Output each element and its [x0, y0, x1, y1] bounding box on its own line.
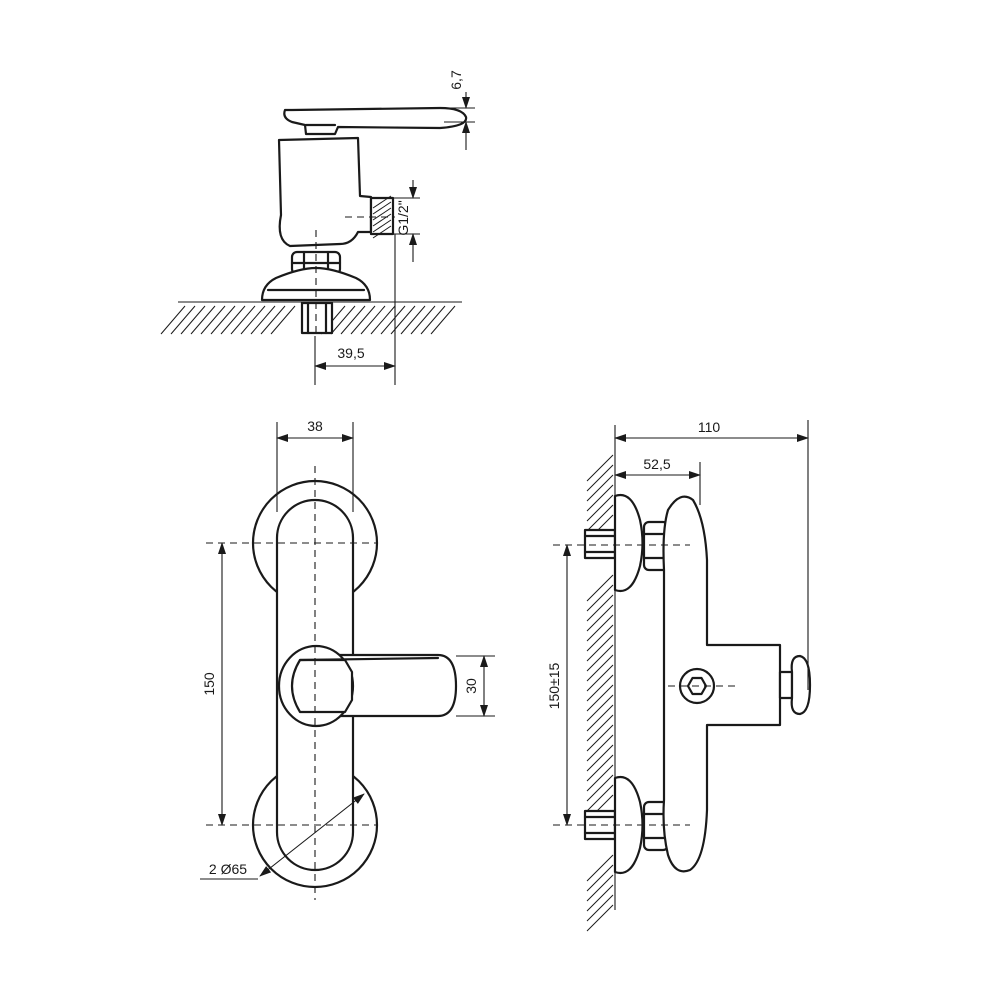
hatch-line — [372, 195, 392, 209]
hatch-line — [586, 464, 614, 492]
hatch-line — [400, 305, 426, 335]
dim-top-height: 6,7 — [448, 70, 464, 90]
front-view: 38 150 30 2 Ø65 — [200, 418, 495, 900]
hatch-line — [586, 714, 614, 742]
hatch-line — [586, 654, 614, 682]
hatch-line — [586, 624, 614, 652]
hatch-line — [586, 764, 614, 792]
hatch-line — [586, 744, 614, 772]
hatch-line — [586, 494, 614, 522]
hatch-line — [160, 305, 186, 335]
hatch-line — [586, 484, 614, 512]
hatch-line — [330, 305, 356, 335]
hatch-line — [360, 305, 386, 335]
dim-front-width: 38 — [307, 418, 323, 434]
valve-body — [277, 136, 373, 248]
hatch-line — [370, 305, 396, 335]
dim-thread: G1/2" — [395, 200, 411, 235]
hatch-line — [586, 854, 614, 882]
top-wall-connector — [583, 528, 617, 560]
hatch-line — [586, 574, 614, 602]
hatch-line — [586, 694, 614, 722]
hatch-line — [250, 305, 276, 335]
hatch-line — [586, 644, 614, 672]
hatch-line — [270, 305, 296, 335]
dim-side-offset: 52,5 — [643, 456, 670, 472]
hatch-line — [586, 894, 614, 922]
top-escutcheon — [613, 493, 644, 593]
hatch-line — [190, 305, 216, 335]
hatch-line — [586, 664, 614, 692]
side-body — [662, 495, 782, 873]
hatch-line — [586, 674, 614, 702]
side-view: 110 52,5 150±15 — [546, 419, 812, 932]
dim-top-offset: 39,5 — [337, 345, 364, 361]
hatch-line — [372, 219, 392, 233]
hatch-line — [586, 754, 614, 782]
hatch-line — [180, 305, 206, 335]
diverter-stem — [778, 670, 794, 700]
hatch-line — [340, 305, 366, 335]
hatch-line — [586, 904, 614, 932]
threaded-outlet — [369, 196, 395, 236]
hatch-line — [260, 305, 286, 335]
hatch-line — [586, 724, 614, 752]
hatch-line — [420, 305, 446, 335]
hatch-line — [430, 305, 456, 335]
hatch-line — [200, 305, 226, 335]
hatch-line — [586, 454, 614, 482]
hatch-line — [586, 864, 614, 892]
hatch-line — [372, 207, 392, 221]
hatch-line — [586, 604, 614, 632]
hatch-line — [586, 594, 614, 622]
dim-handle-height: 30 — [463, 678, 479, 694]
hatch-line — [372, 213, 392, 227]
hatch-line — [586, 774, 614, 802]
diverter-knob — [790, 654, 812, 716]
hatch-line — [240, 305, 266, 335]
hatch-line — [586, 614, 614, 642]
dim-side-depth: 110 — [698, 419, 721, 435]
hatch-line — [220, 305, 246, 335]
hatch-line — [586, 884, 614, 912]
hatch-line — [586, 734, 614, 762]
wall-connector — [300, 301, 334, 335]
hatch-line — [586, 784, 614, 812]
hatch-line — [586, 584, 614, 612]
dim-flange: 2 Ø65 — [209, 861, 247, 877]
hatch-line — [410, 305, 436, 335]
dim-front-spacing: 150 — [201, 672, 217, 696]
hatch-line — [586, 704, 614, 732]
hatch-line — [350, 305, 376, 335]
lever-handle — [283, 106, 468, 136]
hatch-line — [586, 474, 614, 502]
hatch-line — [586, 684, 614, 712]
hatch-line — [380, 305, 406, 335]
hatch-line — [210, 305, 236, 335]
hatch-line — [372, 225, 392, 239]
hatch-line — [230, 305, 256, 335]
top-view: 6,7 G1/2" 39,5 — [160, 70, 475, 385]
dim-side-spacing: 150±15 — [546, 662, 562, 709]
hatch-line — [170, 305, 196, 335]
hatch-line — [586, 874, 614, 902]
hatch-line — [586, 634, 614, 662]
hatch-line — [372, 201, 392, 215]
hatch-line — [586, 504, 614, 532]
